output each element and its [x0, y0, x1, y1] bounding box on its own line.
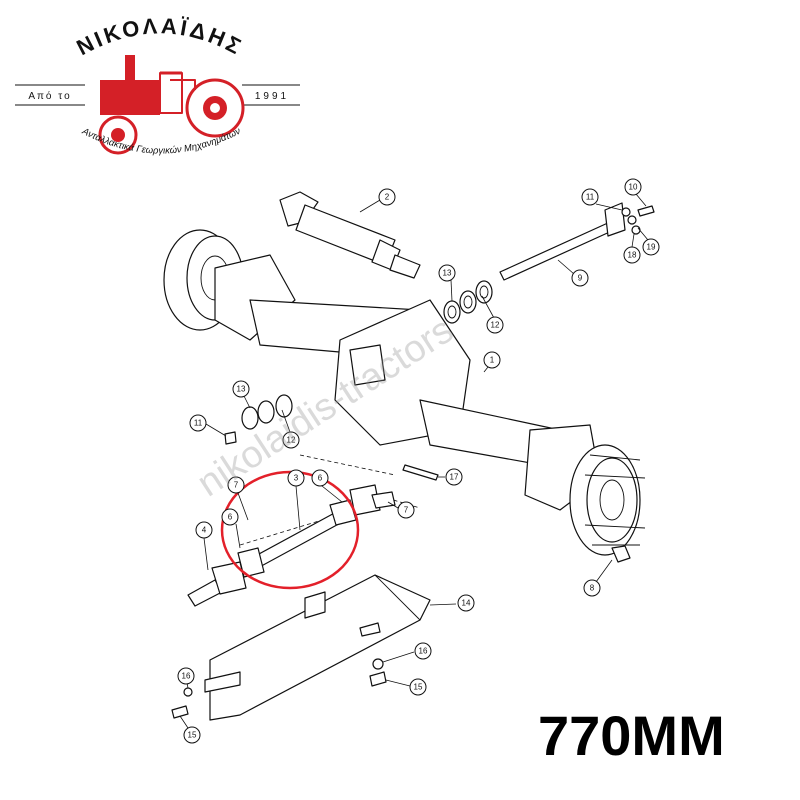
- svg-text:15: 15: [414, 683, 423, 692]
- svg-text:17: 17: [450, 473, 459, 482]
- bolt-part-15b: [369, 671, 387, 687]
- svg-text:16: 16: [182, 672, 191, 681]
- svg-text:16: 16: [419, 647, 428, 656]
- svg-text:6: 6: [318, 474, 323, 483]
- svg-text:11: 11: [586, 193, 595, 202]
- callout-13-top: 13: [438, 264, 456, 302]
- yoke-shaft-part-4: [187, 561, 247, 607]
- callout-13-bottom: 13: [232, 380, 251, 409]
- bolt-hardware-top: [621, 205, 655, 235]
- svg-text:12: 12: [287, 436, 296, 445]
- driveshaft-part-3: [237, 499, 357, 578]
- svg-text:12: 12: [491, 321, 500, 330]
- callout-6-right: 6: [311, 469, 343, 503]
- svg-text:2: 2: [385, 193, 390, 202]
- bolt-part-15a: [171, 705, 189, 719]
- svg-text:11: 11: [194, 419, 203, 428]
- callout-12-bottom: 12: [281, 409, 300, 449]
- callout-9: 9: [557, 259, 589, 287]
- callout-7-right: 7: [387, 501, 415, 519]
- svg-text:14: 14: [462, 599, 471, 608]
- callout-12-top: 12: [481, 295, 504, 334]
- washer-set-lower: [241, 394, 293, 430]
- size-label: 770MM: [538, 704, 725, 767]
- axle-shaft-part: [279, 191, 421, 279]
- svg-text:4: 4: [202, 526, 207, 535]
- callout-2: 2: [359, 188, 396, 213]
- universal-joint-right: [349, 484, 396, 516]
- svg-text:3: 3: [294, 474, 299, 483]
- svg-text:13: 13: [237, 385, 246, 394]
- callout-11-bottom: 11: [189, 414, 227, 437]
- logo-since-year: 1991: [255, 91, 289, 102]
- callout-14: 14: [429, 594, 475, 612]
- callout-3: 3: [287, 469, 305, 531]
- callout-6-left: 6: [221, 508, 241, 549]
- svg-text:13: 13: [443, 269, 452, 278]
- company-logo: ΝΙΚΟΛΑΪΔΗΣ Από το 1991 Ανταλλακτικά Γεωρ…: [15, 13, 300, 157]
- svg-text:7: 7: [404, 506, 409, 515]
- axle-housing-part: [163, 229, 646, 556]
- callout-17: 17: [438, 468, 463, 486]
- washer-part-16a: [183, 687, 193, 697]
- svg-text:6: 6: [228, 513, 233, 522]
- callout-4: 4: [195, 521, 213, 571]
- svg-text:9: 9: [578, 274, 583, 283]
- bolt-part-11: [224, 431, 237, 445]
- svg-text:10: 10: [629, 183, 638, 192]
- callout-8: 8: [583, 559, 613, 597]
- svg-text:15: 15: [188, 731, 197, 740]
- svg-text:18: 18: [628, 251, 637, 260]
- bolt-part-17: [402, 464, 439, 481]
- shield-guard-part-14: [204, 574, 431, 721]
- washer-part-16b: [372, 658, 384, 670]
- callout-19: 19: [637, 227, 660, 256]
- long-rod-part: [499, 202, 626, 281]
- callout-16-left: 16: [177, 667, 195, 689]
- svg-text:7: 7: [234, 481, 239, 490]
- callout-15-left: 15: [179, 715, 201, 744]
- logo-since-label: Από το: [28, 90, 71, 102]
- tractor-icon: [98, 55, 245, 155]
- callout-15-right: 15: [385, 678, 427, 696]
- callout-7-left: 7: [227, 476, 249, 521]
- callout-10: 10: [624, 178, 647, 207]
- callout-11-top: 11: [581, 188, 623, 211]
- svg-text:19: 19: [647, 243, 656, 252]
- washer-set-upper: [443, 280, 493, 324]
- callout-16-right: 16: [382, 642, 432, 663]
- wheel-nut-part: [611, 545, 631, 563]
- callout-1: 1: [483, 351, 501, 373]
- svg-text:8: 8: [590, 584, 595, 593]
- svg-text:1: 1: [490, 356, 495, 365]
- callout-18: 18: [623, 233, 641, 264]
